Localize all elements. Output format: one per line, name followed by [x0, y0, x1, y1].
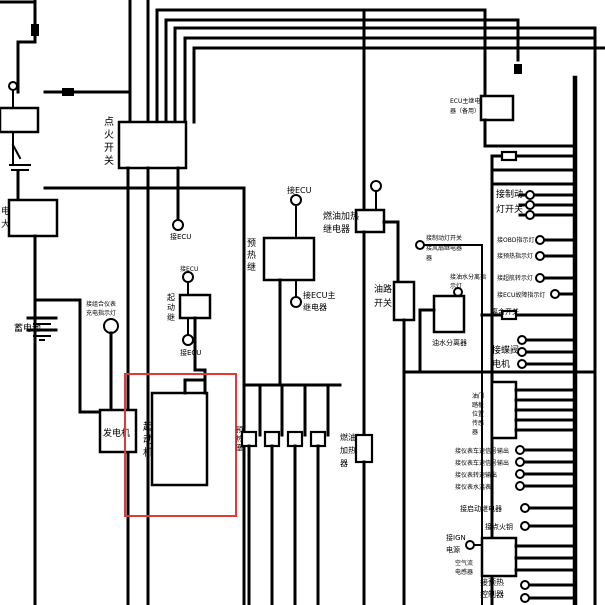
fuel-heater-label-3: 器	[340, 459, 348, 468]
water-separator-label: 油水分离器	[432, 338, 467, 347]
fuel-heater-relay: 燃油加热 继电器 燃油 加热 器	[323, 180, 400, 605]
ignition-switch-label-3: 开	[104, 143, 114, 154]
glow-relay-label-3: 继	[247, 261, 256, 273]
starter-label-1: 起	[143, 421, 153, 433]
highlight-box	[124, 373, 237, 517]
fuel-heater-label-2: 加热	[340, 445, 356, 455]
ignition-switch-label-2: 火	[104, 129, 114, 141]
battery-label: 蓄电池	[14, 322, 41, 334]
ecu-conn-label-5: 器	[472, 429, 478, 436]
ign-side-label-1: 接IGN	[446, 533, 466, 542]
glow-relay-label-1: 预	[247, 238, 256, 249]
starter-motor: 起 动 机	[124, 368, 237, 517]
ignition-switch-label-4: 关	[104, 154, 114, 167]
ecu-to-glow-top-label: 接ECU	[287, 185, 312, 195]
generator-label: 发电机	[103, 427, 130, 439]
gen-instrument-label-2: 充电指示灯	[86, 309, 116, 317]
speed-out2-label: 接仪表车速信号输出	[455, 459, 509, 467]
fuel-heat-relay-label-1: 燃油加热	[323, 210, 359, 222]
water-separator: 接制动灯开关 接风扇继电器 器 接油水分离指 示灯 油水分离器	[415, 234, 486, 605]
rail-pressure-label-2: 电机	[492, 358, 510, 370]
obd-light-label: 接OBD指示灯	[497, 236, 534, 244]
glow-label-2: 热	[236, 434, 243, 443]
ecu-to-ignition-label: 接ECU	[170, 232, 191, 241]
ign-lamp-label: 接点火钥	[485, 522, 513, 531]
speed-out1-label: 接仪表车速信号输出	[455, 447, 509, 455]
brake-light-label-1: 接制动	[496, 188, 523, 200]
ecu-main-relay-label-2: 继电器	[303, 302, 327, 312]
ecu-main-relay-label-1: 接ECU主	[303, 290, 336, 300]
ecu-conn-label-1: 油门	[472, 392, 484, 400]
brake-light-label-2: 灯开关	[496, 203, 523, 215]
fuel-switch-label-2: 开关	[374, 297, 392, 309]
preheat-ctrl-label-1: 接预热	[480, 577, 504, 587]
fuel-switch: 油路 开关	[374, 280, 597, 605]
ecu-conn-label-4: 传感	[472, 419, 484, 427]
ign-left-label: 电	[1, 205, 10, 217]
fuel-heater-label-1: 燃油	[340, 432, 356, 442]
ecu-main-relay-spare: ECU主继电 器（备用）	[450, 94, 577, 148]
clutch-switch-label: 离合开关	[491, 307, 519, 316]
glow-plugs: 预 热 塞	[236, 383, 342, 605]
ign-left-label-2: 大	[1, 218, 10, 230]
rail-pressure-label-1: 接蝶阀	[492, 344, 519, 356]
preheat-ctrl-label-2: 控制器	[480, 589, 504, 599]
ecu-conn-label-3: 位置	[472, 410, 484, 418]
fuel-switch-label-1: 油路	[374, 283, 392, 295]
generator: 发电机 接组合仪表 充电指示灯	[86, 300, 138, 454]
ignition-switch: 点 火 开 关 接ECU	[43, 116, 246, 605]
overspeed-light-label: 接超航转示灯	[497, 274, 533, 282]
starter-label-2: 动	[143, 434, 153, 446]
starter-label-3: 机	[143, 446, 153, 459]
ecu-conn-label-2: 踏板	[472, 401, 484, 409]
ecu-fault-light-label: 接ECU故障指示灯	[497, 291, 545, 299]
starter-lamp-label: 接启动继电器	[460, 504, 502, 513]
glow-relay-label-2: 热	[247, 249, 256, 261]
speed-in-label: 接仪表转速输出	[455, 471, 497, 479]
water-temp-label: 接仪表水温表	[455, 483, 491, 491]
dryer-label-1: 接制动灯开关	[426, 234, 462, 242]
left-ignition-unit: 电 大 蓄电池	[0, 81, 102, 605]
ecu-under-relay-label: 接ECU	[180, 348, 201, 357]
preheat-light-label: 接预热指示灯	[497, 252, 533, 260]
ecu-spare-label-2: 器（备用）	[450, 107, 480, 115]
glow-label-3: 塞	[236, 443, 243, 452]
ecu-spare-label-1: ECU主继电	[450, 97, 480, 105]
starter-relay: 接ECU 起 动 继 接ECU	[167, 265, 212, 372]
ignition-switch-label-1: 点	[104, 116, 114, 128]
starter-relay-label-2: 动	[167, 302, 175, 312]
gen-instrument-label-1: 接组合仪表	[86, 300, 116, 308]
starter-relay-label-1: 起	[167, 293, 175, 302]
ws-ind-label-1: 接油水分离指	[450, 273, 486, 281]
ws-ind-label-2: 示灯	[450, 282, 462, 290]
fuel-heat-relay-label-2: 继电器	[323, 223, 350, 235]
air-flow-label-2: 电感器	[455, 568, 473, 576]
starter-relay-label-3: 继	[167, 312, 175, 322]
bus-tag-label: 接ECU	[180, 265, 198, 273]
dryer-label-3: 器	[426, 255, 432, 262]
ign-side-label-2: 电源	[446, 545, 460, 554]
air-flow-label-1: 空气流	[455, 559, 473, 567]
glow-label-1: 预	[236, 425, 243, 434]
glow-relay: 接ECU 预 热 继 接ECU主 继电器	[247, 185, 336, 387]
right-connector-column: 接制动 灯开关 接OBD指示灯 接预热指示灯 接超航转示灯 接ECU故障指示灯 …	[446, 75, 578, 605]
dryer-label-2: 接风扇继电器	[426, 244, 462, 252]
